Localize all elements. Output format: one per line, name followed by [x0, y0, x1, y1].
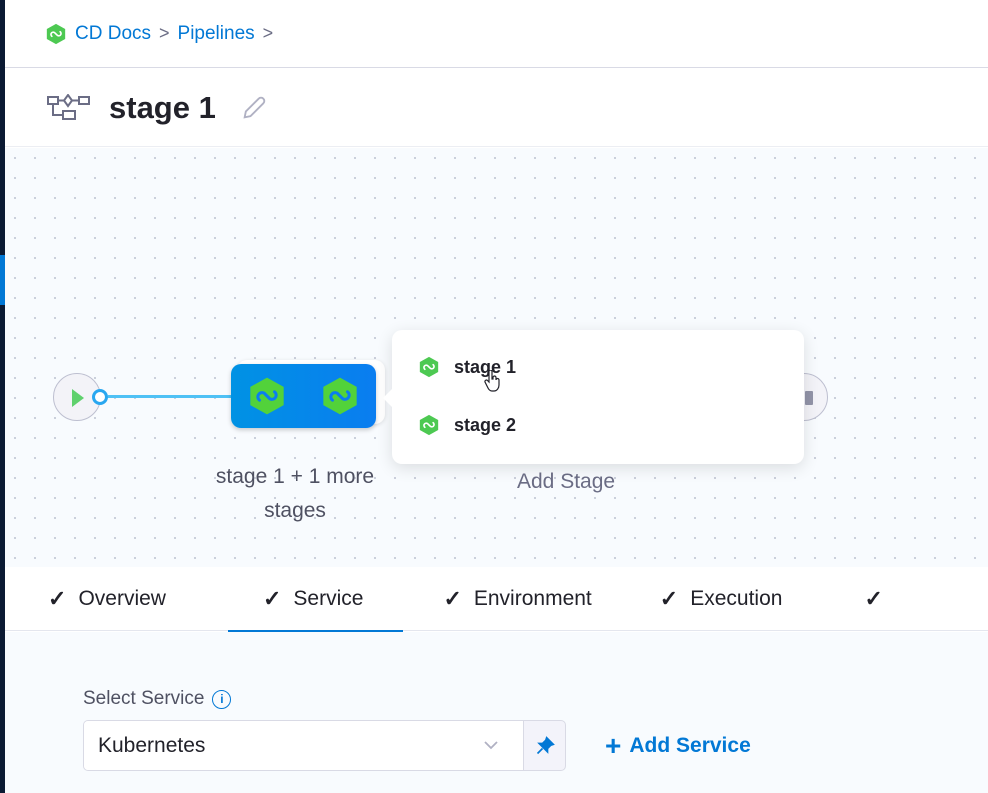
pipeline-canvas[interactable]: stage 1 + 1 more stages Add Stage stage … — [5, 148, 988, 567]
pencil-icon[interactable] — [240, 94, 268, 122]
page-title: stage 1 — [109, 89, 216, 125]
check-icon: ✓ — [443, 586, 462, 611]
start-port[interactable] — [92, 389, 108, 405]
popover-item-label: stage 1 — [454, 356, 517, 377]
service-form: Select Service i Kubernetes + Add Service — [5, 632, 988, 793]
add-service-label: Add Service — [629, 734, 751, 757]
check-icon: ✓ — [864, 586, 883, 611]
stage-group-label: stage 1 + 1 more stages — [215, 465, 375, 522]
tab-label: Overview — [78, 587, 166, 610]
cd-stage-icon — [247, 376, 287, 416]
cd-stage-icon — [320, 376, 360, 416]
page-header: stage 1 — [5, 69, 988, 147]
service-select-value: Kubernetes — [98, 733, 206, 757]
popover-item-label: stage 2 — [454, 414, 517, 435]
tab-execution[interactable]: ✓ Execution — [660, 567, 783, 631]
stage-group-node[interactable] — [231, 364, 376, 428]
tab-service[interactable]: ✓ Service — [227, 567, 405, 633]
check-icon: ✓ — [659, 586, 679, 611]
tab-environment[interactable]: ✓ Environment — [443, 567, 591, 631]
popover-item-stage-2[interactable]: stage 2 — [418, 414, 516, 436]
connector-line — [108, 395, 232, 398]
breadcrumb: CD Docs > Pipelines > — [5, 0, 988, 68]
breadcrumb-separator: > — [159, 23, 170, 43]
pin-icon[interactable] — [524, 721, 565, 770]
popover-item-stage-1[interactable]: stage 1 — [418, 356, 516, 378]
plus-icon: + — [605, 730, 622, 761]
check-icon: ✓ — [48, 586, 67, 611]
pipeline-stage-icon — [47, 93, 90, 120]
add-service-button[interactable]: + Add Service — [605, 730, 751, 762]
cd-module-icon — [45, 23, 67, 45]
stage-group-popover: stage 1 stage 2 — [383, 330, 804, 464]
tab-label: Execution — [690, 587, 783, 610]
stage-tabs: ✓ Overview ✓ Service ✓ Environment ✓ Executi… — [5, 567, 988, 633]
hand-cursor-icon — [484, 370, 500, 392]
tab-label: Environment — [473, 587, 592, 610]
chevron-down-icon[interactable] — [483, 739, 499, 751]
service-select[interactable]: Kubernetes — [83, 720, 566, 771]
check-icon: ✓ — [262, 586, 282, 611]
cd-hex-icon — [418, 356, 440, 378]
tab-overview[interactable]: ✓ Overview — [48, 567, 166, 631]
left-nav-active-marker — [0, 255, 5, 305]
tab-label: Service — [293, 587, 364, 610]
breadcrumb-pipelines[interactable]: Pipelines — [177, 22, 255, 44]
left-nav-strip — [0, 0, 5, 793]
select-service-label: Select Service i — [83, 688, 232, 710]
add-stage-label[interactable]: Add Stage — [517, 470, 616, 493]
tab-next-clipped[interactable]: ✓ — [864, 567, 894, 631]
cd-hex-icon — [418, 414, 440, 436]
breadcrumb-cd-docs[interactable]: CD Docs — [75, 22, 152, 44]
breadcrumb-separator: > — [262, 23, 274, 43]
field-label: Select Service — [83, 688, 205, 709]
info-icon[interactable]: i — [212, 689, 232, 709]
